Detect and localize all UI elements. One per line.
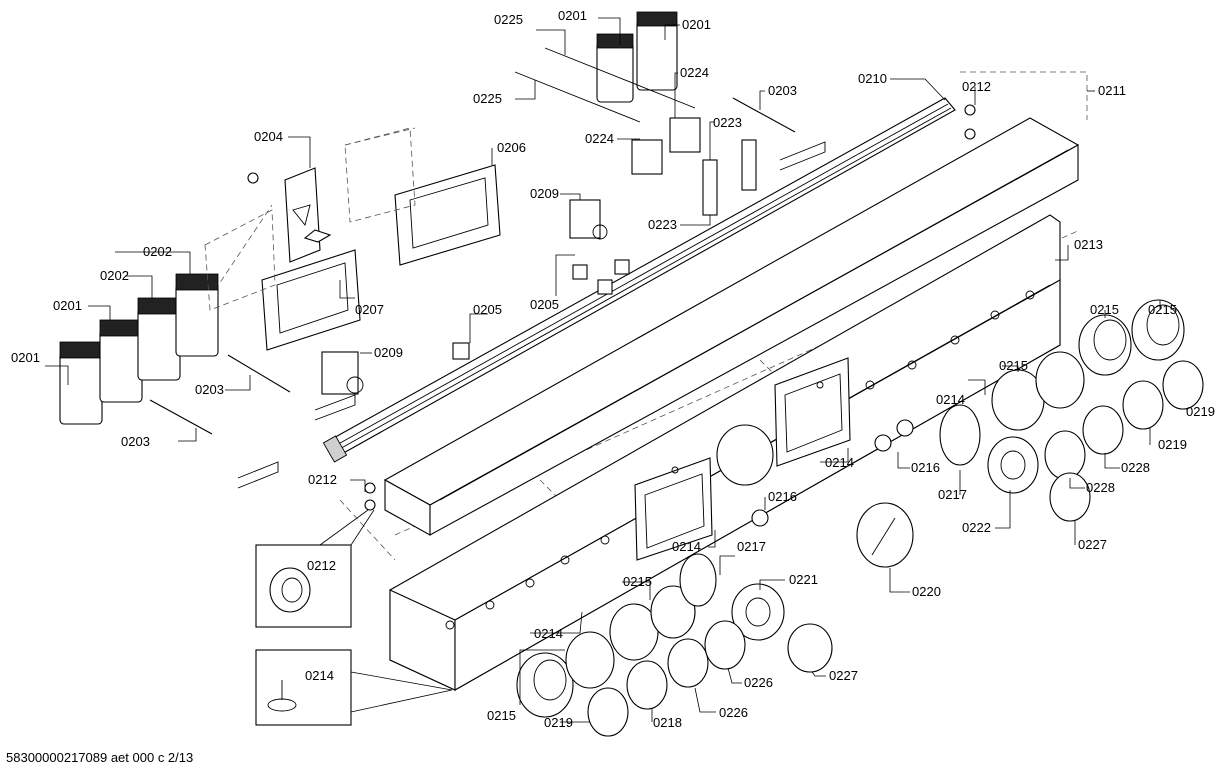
label-0203: 0203	[768, 83, 797, 98]
label-0215: 0215	[623, 574, 652, 589]
front-panel-0213	[389, 214, 1061, 691]
knobs-right	[856, 299, 1204, 568]
label-0203: 0203	[121, 434, 150, 449]
terminals-0223	[702, 139, 757, 216]
toggle-switches-0205	[452, 259, 630, 360]
detail-insets	[255, 509, 453, 726]
label-0223: 0223	[648, 217, 677, 232]
housing-0211	[383, 117, 1080, 536]
label-0214: 0214	[672, 539, 701, 554]
label-0227: 0227	[829, 668, 858, 683]
label-0220: 0220	[912, 584, 941, 599]
label-0201: 0201	[11, 350, 40, 365]
label-0214: 0214	[936, 392, 965, 407]
label-0216: 0216	[911, 460, 940, 475]
bracket-0204	[284, 167, 332, 263]
label-0221: 0221	[789, 572, 818, 587]
rotary-switches	[321, 117, 701, 395]
label-0226: 0226	[744, 675, 773, 690]
label-0215: 0215	[1148, 302, 1177, 317]
label-0215: 0215	[999, 358, 1028, 373]
rail-0210	[322, 97, 956, 463]
label-0205: 0205	[530, 297, 559, 312]
label-0210: 0210	[858, 71, 887, 86]
label-0228: 0228	[1121, 460, 1150, 475]
clips	[237, 141, 826, 489]
leader-lines	[45, 17, 1188, 723]
label-0227: 0227	[1078, 537, 1107, 552]
label-0213: 0213	[1074, 237, 1103, 252]
label-0212: 0212	[307, 558, 336, 573]
label-0202: 0202	[100, 268, 129, 283]
label-0218: 0218	[653, 715, 682, 730]
switch-modules-top	[514, 11, 696, 123]
label-0209: 0209	[530, 186, 559, 201]
label-0222: 0222	[962, 520, 991, 535]
label-0214: 0214	[534, 626, 563, 641]
label-0209: 0209	[374, 345, 403, 360]
label-0214: 0214	[305, 668, 334, 683]
switch-modules-left	[59, 273, 219, 425]
label-0211: 0211	[1098, 83, 1126, 98]
label-0225: 0225	[473, 91, 502, 106]
label-0219: 0219	[1158, 437, 1187, 452]
label-0202: 0202	[143, 244, 172, 259]
label-0201: 0201	[682, 17, 711, 32]
label-0228: 0228	[1086, 480, 1115, 495]
label-0212: 0212	[962, 79, 991, 94]
label-0212: 0212	[308, 472, 337, 487]
label-0219: 0219	[1186, 404, 1215, 419]
label-0206: 0206	[497, 140, 526, 155]
label-0205: 0205	[473, 302, 502, 317]
label-0224: 0224	[680, 65, 709, 80]
label-0226: 0226	[719, 705, 748, 720]
label-0201: 0201	[558, 8, 587, 23]
label-0225: 0225	[494, 12, 523, 27]
part-labels: 0225 0201 0201 0224 0225 0203 0210 0212 …	[11, 8, 1215, 730]
pcb-modules	[204, 127, 501, 351]
label-0201: 0201	[53, 298, 82, 313]
label-0204: 0204	[254, 129, 283, 144]
rods	[149, 97, 796, 435]
label-0217: 0217	[737, 539, 766, 554]
footer-document-code: 58300000217089 aet 000 c 2/13	[6, 750, 194, 765]
label-0215: 0215	[487, 708, 516, 723]
knobs-lower	[516, 419, 914, 737]
label-0223: 0223	[713, 115, 742, 130]
label-0214: 0214	[825, 455, 854, 470]
nuts-0212	[247, 104, 976, 511]
label-0207: 0207	[355, 302, 384, 317]
label-0215: 0215	[1090, 302, 1119, 317]
label-0203: 0203	[195, 382, 224, 397]
label-0219: 0219	[544, 715, 573, 730]
label-0217: 0217	[938, 487, 967, 502]
label-0224: 0224	[585, 131, 614, 146]
label-0216: 0216	[768, 489, 797, 504]
